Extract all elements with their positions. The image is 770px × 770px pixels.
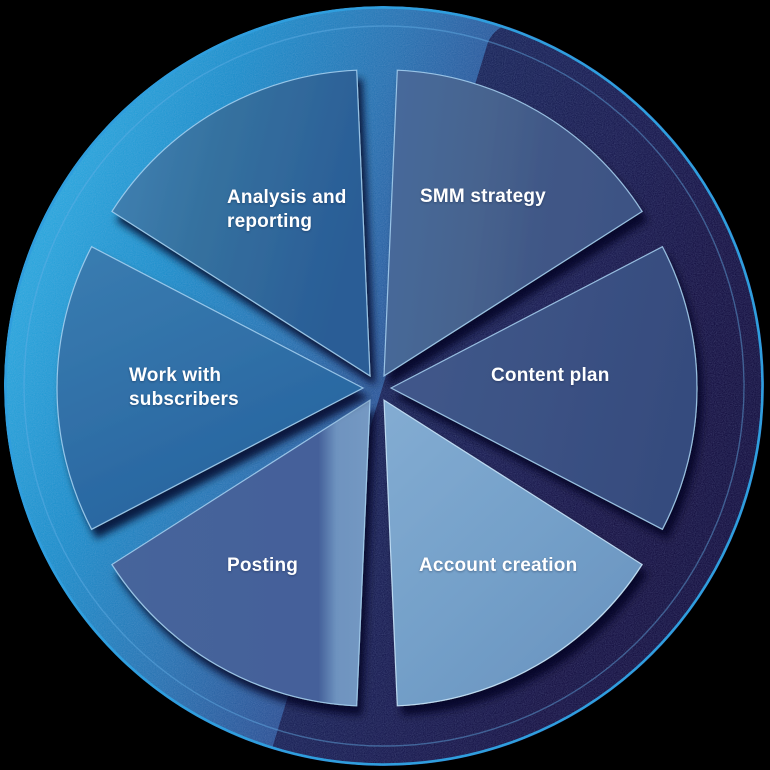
segment-label-account-creation: Account creation: [419, 555, 578, 576]
wedge-content-plan: [389, 245, 698, 531]
wedge-posting: [111, 398, 371, 707]
segment-label-content-plan: Content plan: [491, 365, 610, 386]
wedge-account-creation: [383, 398, 643, 707]
inner-ring-line: [23, 25, 745, 747]
segment-label-analysis-and-reporting: Analysis and reporting: [227, 187, 347, 232]
segment-label-posting: Posting: [227, 555, 299, 576]
wedge-analysis-and-reporting: [111, 69, 371, 378]
outer-rim: [4, 6, 764, 766]
segment-label-smm-strategy: SMM strategy: [420, 186, 546, 207]
wedge-smm-strategy: [383, 69, 643, 378]
segment-label-work-with-subscribers: Work with subscribers: [129, 365, 239, 410]
wedge-work-with-subscribers: [56, 245, 365, 531]
